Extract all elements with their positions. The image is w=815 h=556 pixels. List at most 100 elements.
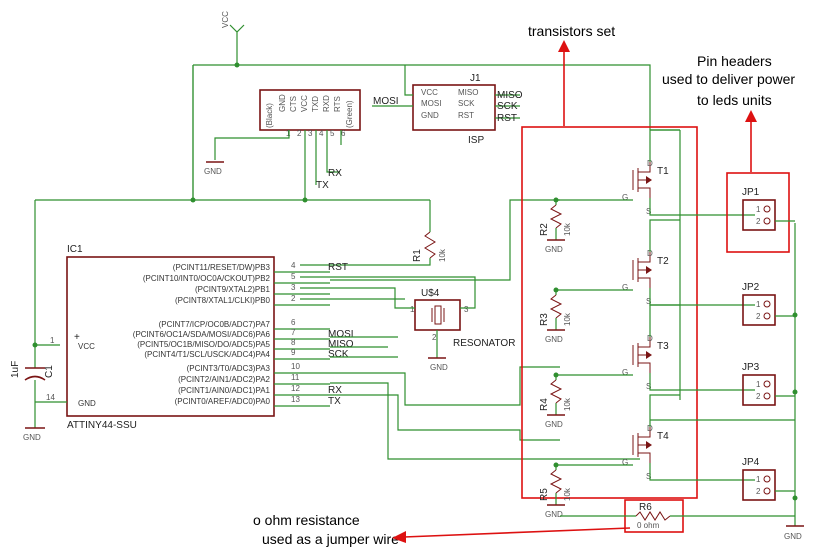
ic-pin-label-6: (PCINT5/OC1B/MISO/DO/ADC5)PA5 [137,340,270,349]
ic-net-5: MOSI [328,329,354,340]
transistor-name-3: T4 [657,431,669,442]
header-p1-3: 1 [756,475,761,484]
ic-pin-num-0: 4 [291,261,296,270]
ic-pin-1: 1 [50,336,55,345]
transistor-g-2: G [622,368,628,377]
header-3: JP3 1 2 [742,362,795,406]
annotation-jumper-line2: used as a jumper wire [262,531,399,547]
header-p2-3: 2 [756,487,761,496]
ic-plus: + [74,332,80,343]
transistor-d-2: D [647,334,653,343]
resonator-pin-3: 3 [464,305,469,314]
isp-net-miso: MISO [497,90,523,101]
ftdi-pin-label-1: GND [278,94,287,112]
header-p1-1: 1 [756,300,761,309]
resonator-label: RESONATOR [453,338,515,349]
isp-pin-vcc: VCC [421,88,438,97]
isp-pin-mosi: MOSI [421,99,441,108]
isp-header: J1 VCC MOSI GND MISO SCK RST ISP [412,73,496,146]
header-p1-0: 1 [756,205,761,214]
header-2: JP2 1 2 [742,282,795,326]
attiny-ic: IC1 ATTINY44-SSU VCC GND + 1 14 [35,244,275,431]
ic-pin-num-3: 2 [291,294,296,303]
header-name-0: JP1 [742,187,760,198]
gnd-label: GND [204,167,222,176]
ftdi-pin-label-0: (Black) [265,103,274,128]
ftdi-num-4: 4 [319,129,324,138]
resonator: U$4 1 2 3 RESONATOR GND [410,288,515,372]
annotation-ph-line1: Pin headers [697,53,772,69]
ic-pin-14: 14 [46,393,55,402]
ftdi-pin-label-2: CTS [289,96,298,112]
right-gnd: GND [784,532,802,541]
resistor-name-0: R2 [539,223,550,236]
annotation-transistors-text: transistors set [528,23,615,39]
ic-name: IC1 [67,244,83,255]
ic-pin-num-1: 5 [291,272,296,281]
ic-net-11: TX [328,396,341,407]
ftdi-pin-label-7: (Green) [345,100,354,128]
resonator-gnd: GND [430,363,448,372]
transistor-g-0: G [622,193,628,202]
ftdi-pin-label-4: TXD [311,96,320,112]
isp-net-rst: RST [497,113,517,124]
transistor-name-2: T3 [657,341,669,352]
ic-pin-num-4: 6 [291,318,296,327]
ic-gnd-pin: GND [78,399,96,408]
resonator-name: U$4 [421,288,440,299]
transistor-g-3: G [622,458,628,467]
ftdi-rx-net: RX [328,168,342,179]
resistor-value-3: 10k [563,487,572,501]
transistor-s-3: S [646,472,651,481]
isp-pin-miso: MISO [458,88,478,97]
ic-pin-num-10: 12 [291,384,300,393]
isp-net-sck: SCK [497,101,518,112]
ic-pin-label-8: (PCINT3/T0/ADC3)PA3 [187,364,271,373]
resistor-r1: R1 10k [300,200,447,266]
header-1: JP1 1 2 [742,187,795,231]
ftdi-num-2: 2 [297,129,302,138]
transistor-d-3: D [647,424,653,433]
ic-pin-label-2: (PCINT9/XTAL2)PB1 [195,285,271,294]
ic-pin-num-6: 8 [291,338,296,347]
isp-pin-gnd: GND [421,111,439,120]
header-p1-2: 1 [756,380,761,389]
capacitor-c1: 1uF C1 GND [10,345,55,442]
resistor-value-0: 10k [563,222,572,236]
header-name-1: JP2 [742,282,760,293]
annotation-jumper: o ohm resistance used as a jumper wire [253,512,631,547]
ftdi-num-5: 5 [330,129,335,138]
annotation-pin-headers: Pin headers used to deliver power to led… [662,53,795,172]
resonator-pin-1: 1 [410,305,415,314]
annotation-transistors: transistors set [528,23,615,126]
ic-pin-label-10: (PCINT1/AIN0/ADC1)PA1 [178,386,270,395]
resistor-name-2: R4 [539,398,550,411]
vcc-symbol: VCC [221,11,245,48]
header-p2-1: 2 [756,312,761,321]
ftdi-pin-label-3: VCC [300,95,309,112]
transistor-g-1: G [622,283,628,292]
isp-pin-sck: SCK [458,99,475,108]
transistor-s-2: S [646,382,651,391]
ic-pin-label-5: (PCINT6/OC1A/SDA/MOSI/ADC6)PA6 [133,330,271,339]
resonator-pin-2: 2 [432,333,437,342]
header-p2-0: 2 [756,217,761,226]
header-name-2: JP3 [742,362,760,373]
transistor-name-0: T1 [657,166,669,177]
r6-value: 0 ohm [637,521,660,530]
ic-pin-num-9: 11 [291,373,300,382]
ic-pin-label-4: (PCINT7/ICP/OC0B/ADC7)PA7 [159,320,271,329]
transistor-s-0: S [646,207,651,216]
gnd-symbol-right: GND [784,525,804,541]
isp-label: ISP [468,135,484,146]
annotation-jumper-line1: o ohm resistance [253,512,360,528]
ftdi-header: (Black) GND CTS VCC TXD RXD RTS (Green) … [259,89,361,138]
ftdi-pin-label-6: RTS [333,96,342,112]
isp-name: J1 [470,73,481,84]
header-p2-2: 2 [756,392,761,401]
r1-name: R1 [412,249,423,262]
resistor-gnd-3: GND [545,510,563,519]
